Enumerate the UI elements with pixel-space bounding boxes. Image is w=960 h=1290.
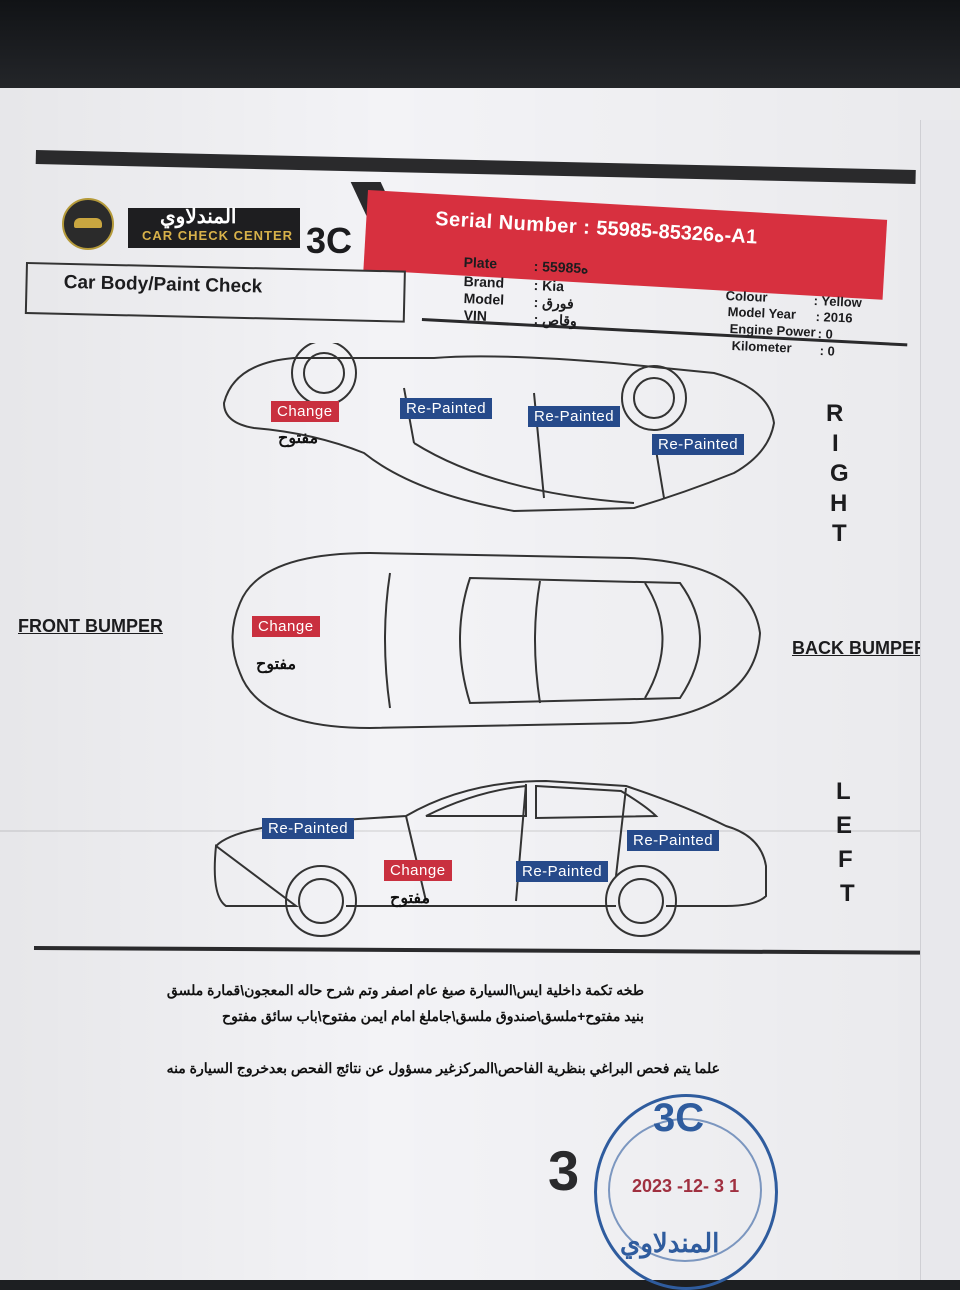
underlying-sheet xyxy=(920,120,960,1280)
engine-value: : 0 xyxy=(817,326,834,342)
report-paper: المندلاوي CAR CHECK CENTER 3C Serial Num… xyxy=(0,88,960,1290)
note-left: مفتوح xyxy=(390,890,431,907)
stamp-date: 2023 -12- 3 1 xyxy=(632,1176,740,1196)
colour-label: Colour xyxy=(725,288,768,305)
logo-icon xyxy=(62,198,114,250)
model-year-label: Model Year xyxy=(727,304,797,322)
note-right: مفتوح xyxy=(278,430,319,447)
left-letter-l: L xyxy=(836,778,851,805)
paper-fold xyxy=(0,830,960,832)
tag-left-repaint-1: Re-Painted xyxy=(262,818,355,839)
front-bumper-label: FRONT BUMPER xyxy=(18,616,163,636)
stamp-code: 3C xyxy=(653,1096,705,1140)
right-letter-i: I xyxy=(832,430,839,457)
plate-label: Plate xyxy=(463,254,498,272)
tag-right-repaint-3: Re-Painted xyxy=(652,434,745,455)
remarks-line-3: علما يتم فحص البراغي بنظرية الفاحص\المرك… xyxy=(166,1060,720,1076)
right-letter-r: R xyxy=(826,400,844,427)
right-letter-h: H xyxy=(830,490,848,517)
left-letter-f: F xyxy=(838,846,853,873)
note-top: مفتوح xyxy=(256,656,297,673)
colour-value: : Yellow xyxy=(813,293,863,311)
tag-right-repaint-2: Re-Painted xyxy=(528,406,621,427)
tag-right-repaint-1: Re-Painted xyxy=(400,398,493,419)
header-bar xyxy=(35,150,916,184)
model-value: : فورق xyxy=(533,294,575,312)
tag-left-repaint-2: Re-Painted xyxy=(516,861,609,882)
left-letter-e: E xyxy=(836,812,853,839)
brand-code: 3C xyxy=(306,220,353,261)
kilometer-value: : 0 xyxy=(819,343,836,359)
page-title: Car Body/Paint Check xyxy=(63,272,263,298)
remarks-line-1: طخه تكمة داخلية ايس\السيارة صبغ عام اصفر… xyxy=(166,982,644,998)
tag-right-change: Change xyxy=(271,401,339,422)
right-letter-t: T xyxy=(832,520,847,547)
car-left-side-diagram xyxy=(213,779,767,937)
remarks-line-2: بنيد مفتوح+ملسق\صندوق ملسق\جاملغ امام اي… xyxy=(222,1008,644,1024)
divider-line xyxy=(33,946,922,955)
vin-label: VIN xyxy=(463,307,488,324)
brand-english: CAR CHECK CENTER xyxy=(142,228,294,243)
tag-left-change: Change xyxy=(384,860,452,881)
brand-box xyxy=(128,208,300,248)
brand-label: Brand xyxy=(463,273,505,291)
vin-value: : وقاص xyxy=(533,311,578,329)
car-top-view-diagram xyxy=(231,551,762,730)
back-bumper-label: BACK BUMPER xyxy=(792,638,927,658)
right-letter-g: G xyxy=(830,460,849,487)
model-label: Model xyxy=(463,290,505,308)
model-year-value: : 2016 xyxy=(815,309,853,326)
brand-arabic: المندلاوي xyxy=(160,206,237,228)
tag-top-change: Change xyxy=(252,616,320,637)
stamp-name: المندلاوي xyxy=(620,1228,720,1258)
left-letter-t: T xyxy=(840,880,855,907)
stamp-mark: 3 xyxy=(548,1139,580,1202)
plate-value: : ه55985 xyxy=(533,258,589,277)
tag-left-repaint-3: Re-Painted xyxy=(627,830,720,851)
brand-value: : Kia xyxy=(533,277,565,295)
